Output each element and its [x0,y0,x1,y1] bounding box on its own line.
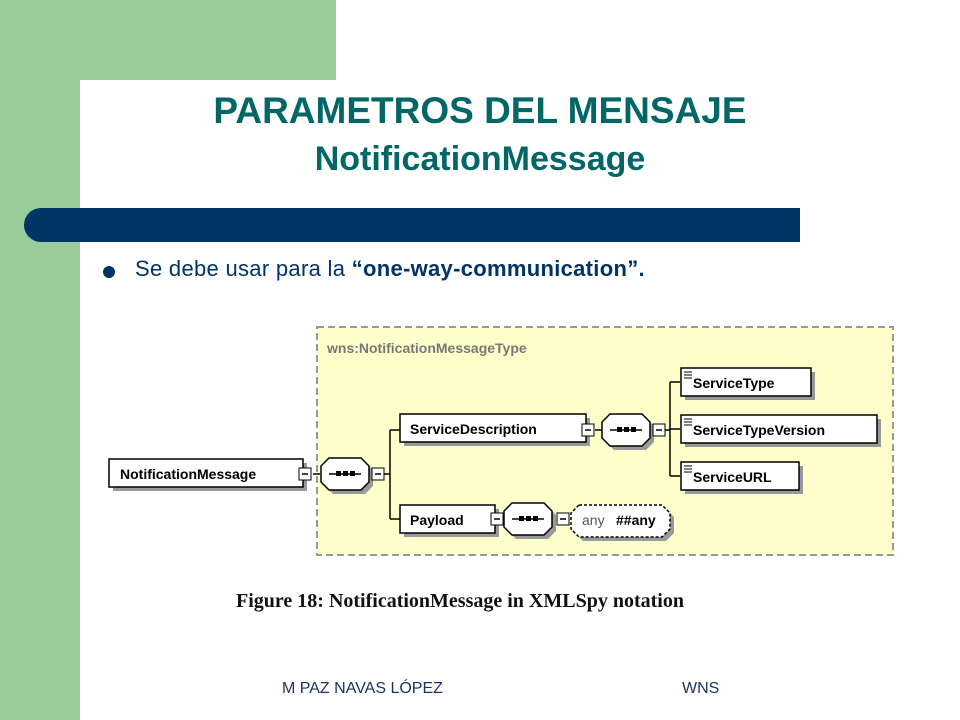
service-description-label: ServiceDescription [410,421,537,437]
service-description-element: ServiceDescription [399,413,595,446]
slide-subtitle: NotificationMessage [314,140,646,178]
left-green-band [0,0,80,720]
xml-schema-diagram: wns:NotificationMessageType Notification… [108,326,894,556]
bullet-dot [103,266,115,278]
root-element: NotificationMessage [108,458,312,491]
footer-code: WNS [682,680,720,697]
payload-label: Payload [410,512,464,528]
footer-author: M PAZ NAVAS LÓPEZ [282,680,443,697]
top-green-block [80,0,336,80]
bullet-text-normal: Se debe usar para la [135,256,352,281]
type-label: wns:NotificationMessageType [326,340,527,356]
any-value: ##any [616,512,656,528]
service-type-element: ServiceType [680,367,815,400]
slide-title: PARAMETROS DEL MENSAJE [213,90,747,131]
title-divider-bar [24,208,800,242]
bullet-text-bold: “one-way-communication”. [351,256,645,281]
service-url-element: ServiceURL [680,461,803,494]
sequence-compositor [320,457,385,494]
any-prefix: any [582,512,605,528]
service-url-label: ServiceURL [693,469,772,485]
sequence-compositor-2 [601,413,666,450]
service-type-version-element: ServiceTypeVersion [680,414,881,447]
figure-caption: Figure 18: NotificationMessage in XMLSpy… [236,590,684,612]
service-type-version-label: ServiceTypeVersion [693,422,825,438]
service-type-label: ServiceType [693,375,775,391]
sequence-compositor-3 [503,502,570,539]
any-wildcard: any ##any [570,504,674,541]
payload-element: Payload [399,504,504,537]
bullet-text: Se debe usar para la “one-way-communicat… [135,256,645,282]
root-element-label: NotificationMessage [120,466,256,482]
